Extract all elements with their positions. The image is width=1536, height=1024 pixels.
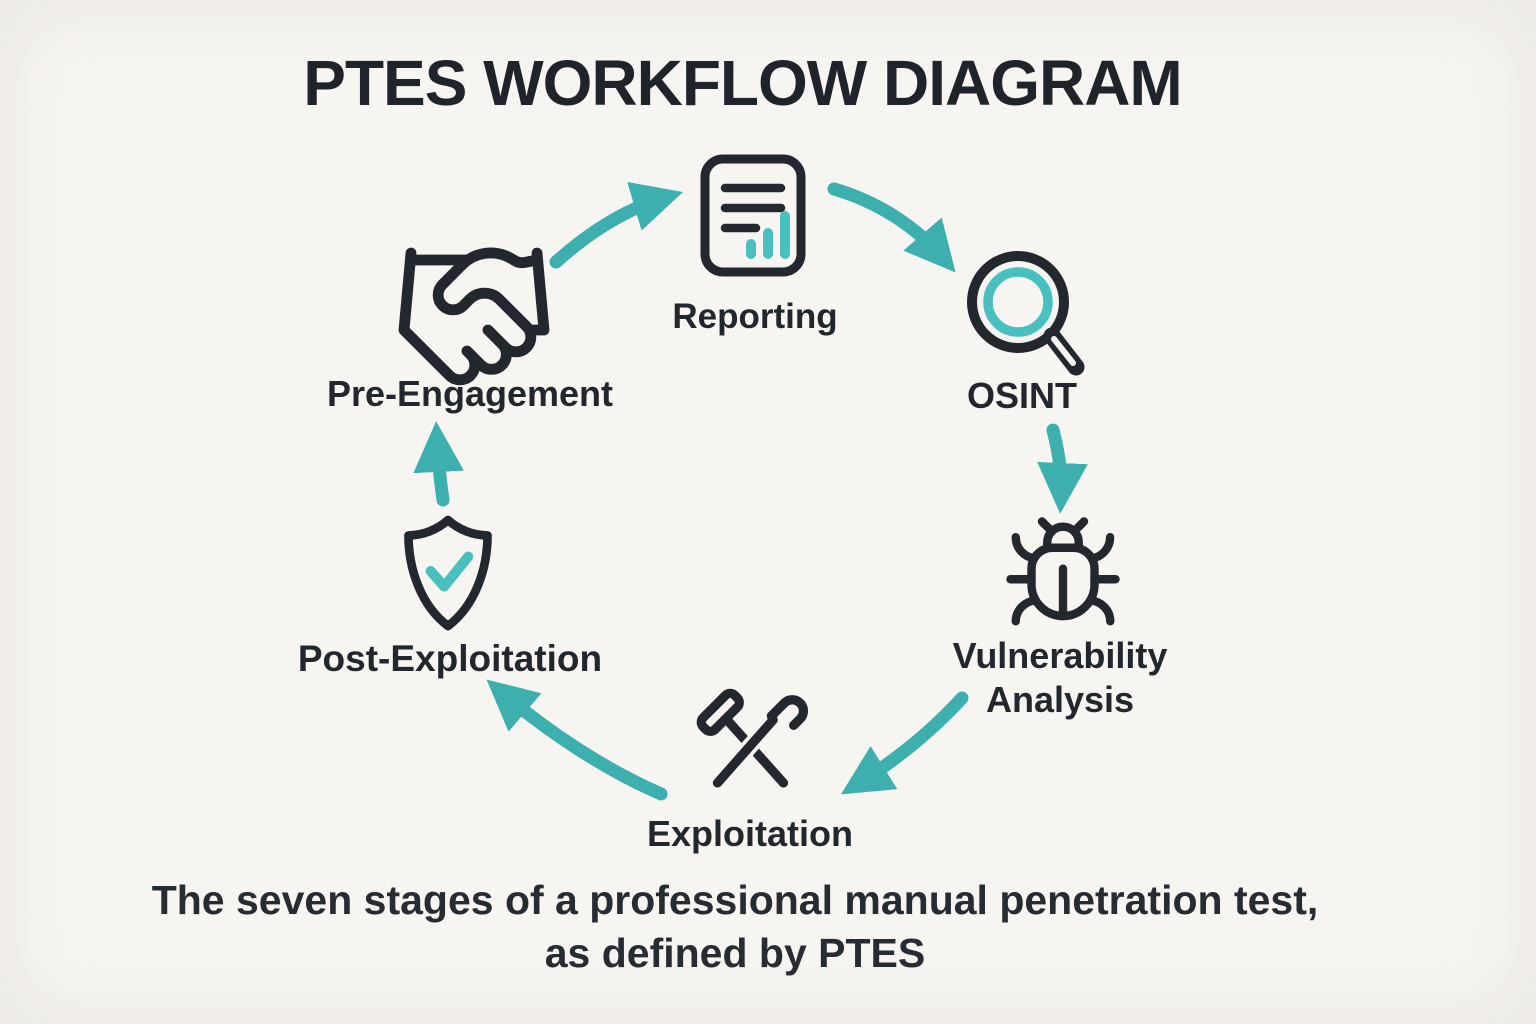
stage-label-exploitation: Exploitation bbox=[647, 813, 853, 854]
diagram-title: PTES WORKFLOW DIAGRAM bbox=[303, 47, 1182, 119]
handshake-icon bbox=[398, 247, 550, 386]
stage-label-pre-engagement: Pre-Engagement bbox=[326, 373, 614, 414]
arrow-osint-to-vulnerability-analysis bbox=[1037, 423, 1088, 514]
arrow-vulnerability-analysis-to-exploitation bbox=[840, 691, 969, 795]
caption-line-1: The seven stages of a professional manua… bbox=[151, 877, 1319, 923]
crossed-tools-icon bbox=[696, 688, 812, 792]
stage-label-osint: OSINT bbox=[966, 375, 1077, 416]
arrow-reporting-to-osint bbox=[827, 182, 956, 273]
magnifying-glass-icon bbox=[967, 251, 1085, 376]
caption-line-2: as defined by PTES bbox=[544, 930, 926, 977]
diagram-caption: The seven stages of a professional manua… bbox=[0, 874, 1470, 981]
stage-label-reporting: Reporting bbox=[672, 297, 838, 336]
stage-label-vulnerability-analysis: Vulnerability Analysis bbox=[952, 635, 1168, 720]
report-document-icon bbox=[700, 154, 806, 277]
shield-check-icon bbox=[404, 515, 492, 631]
bug-icon bbox=[1006, 517, 1120, 626]
arrow-post-exploitation-to-pre-engagement bbox=[413, 421, 464, 507]
arrow-pre-engagement-to-reporting bbox=[549, 181, 684, 269]
arrow-exploitation-to-post-exploitation bbox=[486, 679, 668, 801]
stage-label-post-exploitation: Post-Exploitation bbox=[297, 638, 603, 679]
